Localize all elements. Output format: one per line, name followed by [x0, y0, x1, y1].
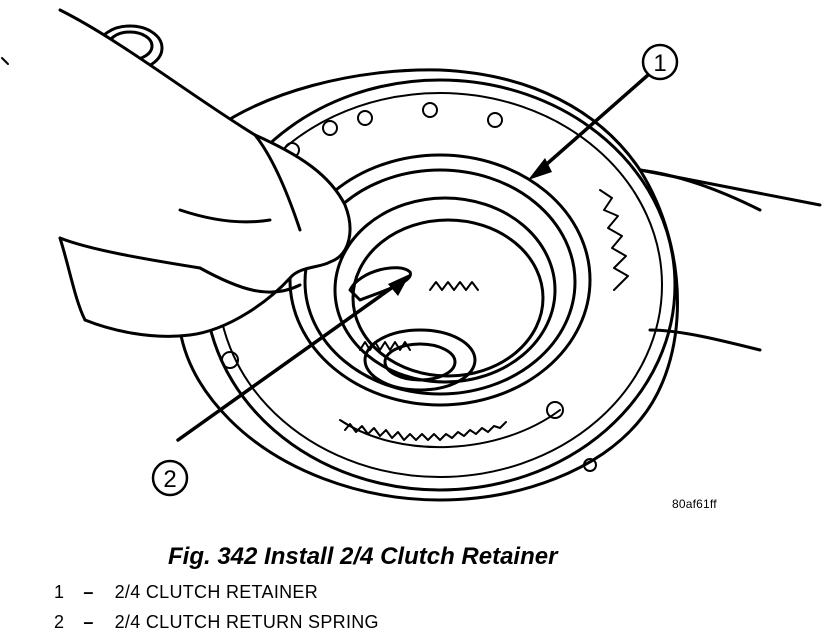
legend-item: 2 – 2/4 CLUTCH RETURN SPRING [54, 612, 379, 633]
image-code: 80af61ff [672, 497, 717, 511]
legend-number: 1 [54, 582, 65, 602]
legend-dash: – [83, 612, 94, 632]
legend-number: 2 [54, 612, 65, 632]
legend-dash: – [83, 582, 94, 602]
legend-text: 2/4 CLUTCH RETURN SPRING [114, 612, 379, 632]
figure-caption: Fig. 342 Install 2/4 Clutch Retainer [168, 543, 558, 570]
legend-text: 2/4 CLUTCH RETAINER [114, 582, 319, 602]
transmission-illustration: 1 2 [1, 8, 822, 502]
callout-1-label: 1 [653, 50, 666, 77]
legend-item: 1 – 2/4 CLUTCH RETAINER [54, 582, 318, 603]
callout-2-label: 2 [163, 466, 176, 493]
